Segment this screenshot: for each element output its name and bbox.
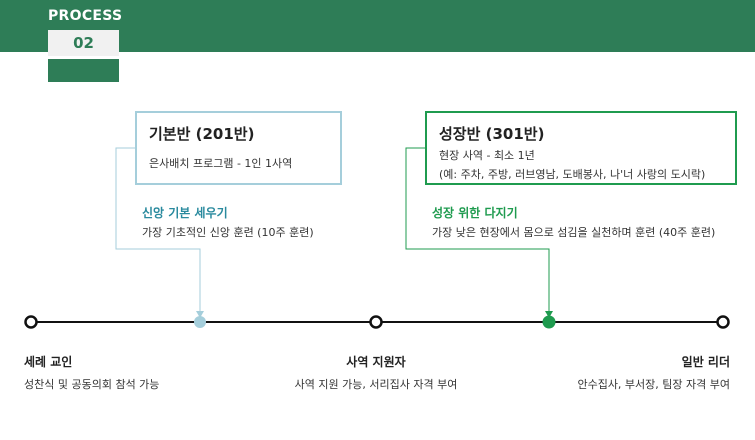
basic-class-title: 기본반 (201반): [149, 125, 255, 143]
stage-leader-desc: 안수집사, 부서장, 팀장 자격 부여: [577, 378, 730, 391]
timeline-node-growth: [542, 315, 556, 329]
timeline-node-middle: [369, 315, 383, 329]
growth-connector-arrowhead: [545, 311, 553, 318]
growth-class-desc-1: 현장 사역 - 최소 1년: [439, 149, 535, 162]
process-number: 02: [73, 34, 94, 52]
stage-leader-title: 일반 리더: [681, 355, 730, 369]
timeline-node-basic: [194, 316, 206, 328]
stage-baptized-desc: 성찬식 및 공동의회 참석 가능: [24, 378, 160, 391]
basic-class-desc: 은사배치 프로그램 - 1인 1사역: [149, 157, 293, 170]
growth-connector-line: [405, 147, 550, 312]
stage-volunteer-desc: 사역 지원 가능, 서리집사 자격 부여: [294, 378, 458, 391]
growth-subtitle: 성장 위한 다지기: [432, 206, 518, 220]
process-number-box: 02: [48, 30, 119, 56]
header-band: [0, 0, 755, 52]
growth-class-desc-2: (예: 주차, 주방, 러브영남, 도배봉사, 나'너 사랑의 도시락): [439, 168, 706, 181]
timeline-node-end: [716, 315, 730, 329]
basic-connector-line: [115, 147, 201, 312]
basic-connector-arrowhead: [196, 311, 204, 318]
growth-class-card: 성장반 (301반) 현장 사역 - 최소 1년 (예: 주차, 주방, 러브영…: [425, 111, 737, 185]
basic-subtitle: 신앙 기본 세우기: [142, 206, 228, 220]
stage-baptized-title: 세례 교인: [24, 355, 73, 369]
process-number-bar: [48, 59, 119, 82]
basic-subdesc: 가장 기초적인 신앙 훈련 (10주 훈련): [142, 226, 314, 239]
growth-subdesc: 가장 낮은 현장에서 몸으로 섬김을 실천하며 훈련 (40주 훈련): [432, 226, 716, 239]
stage-volunteer-title: 사역 지원자: [346, 355, 406, 369]
timeline-node-start: [24, 315, 38, 329]
growth-class-title: 성장반 (301반): [439, 125, 545, 143]
basic-class-card: 기본반 (201반) 은사배치 프로그램 - 1인 1사역: [135, 111, 342, 185]
process-label: PROCESS: [48, 8, 123, 24]
